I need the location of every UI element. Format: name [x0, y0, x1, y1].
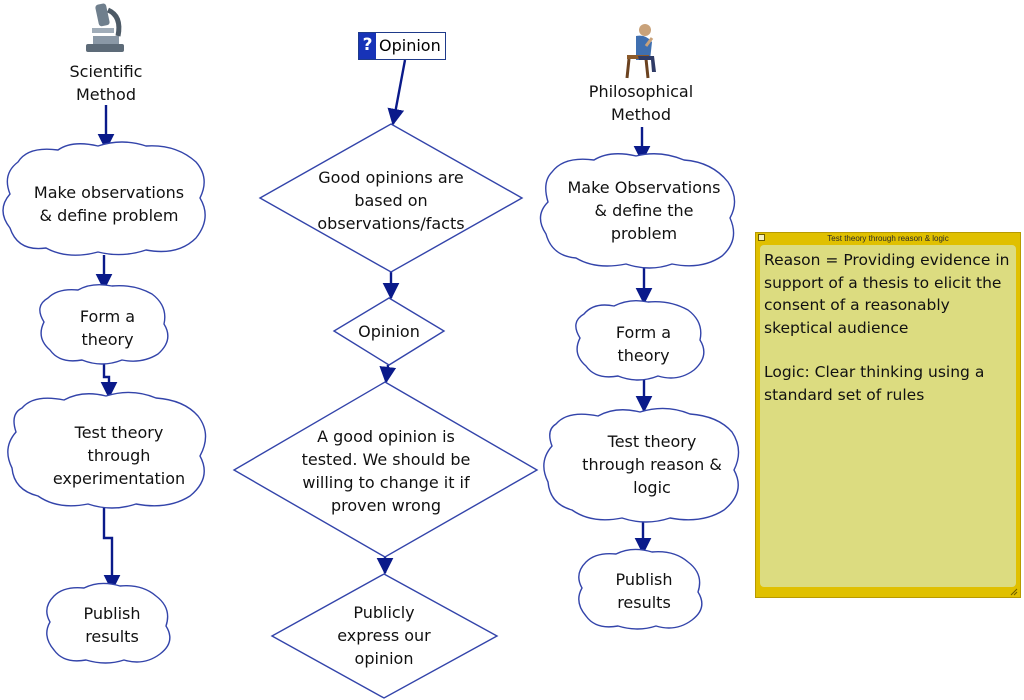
cloud-ph-2 — [575, 299, 705, 381]
question-mark-icon: ? — [359, 33, 376, 59]
note-menu-icon[interactable] — [758, 234, 765, 241]
opinion-start-label: Opinion — [379, 36, 441, 55]
scientific-method-header: Scientific Method — [69, 62, 143, 104]
op-step-2-label: Opinion — [358, 321, 420, 341]
diamond-op-1 — [258, 123, 524, 273]
cloud-ph-4 — [578, 548, 703, 630]
diamond-op-2 — [332, 297, 446, 366]
resize-grip-icon[interactable] — [1010, 588, 1018, 596]
sticky-note[interactable]: Test theory through reason & logic Reaso… — [755, 232, 1021, 598]
sticky-note-titlebar[interactable]: Test theory through reason & logic — [756, 233, 1020, 244]
note-logic-text: Logic: Clear thinking using a standard s… — [764, 363, 985, 404]
sticky-note-body[interactable]: Reason = Providing evidence in support o… — [760, 245, 1016, 587]
cloud-sci-2 — [39, 283, 169, 365]
diamond-op-4 — [270, 573, 499, 699]
cloud-sci-1 — [2, 141, 206, 256]
cloud-sci-3 — [7, 391, 207, 509]
thinking-man-icon — [625, 24, 656, 79]
arrow-op-1 — [387, 59, 407, 126]
arrow-sci-4 — [102, 505, 121, 592]
arrow-op-3 — [379, 364, 397, 384]
opinion-start-box: ? Opinion — [358, 32, 446, 60]
arrow-sci-3 — [100, 362, 118, 399]
note-reason-text: Reason = Providing evidence in support o… — [764, 251, 1010, 337]
sticky-note-title: Test theory through reason & logic — [827, 234, 949, 243]
diamond-op-3 — [232, 381, 539, 558]
cloud-ph-1 — [539, 153, 736, 269]
cloud-sci-4 — [46, 582, 171, 664]
sci-step-1-label: Make observations& define problem — [33, 183, 185, 225]
cloud-ph-3 — [543, 407, 740, 523]
philosophical-method-header: Philosophical Method — [588, 82, 694, 124]
microscope-icon — [86, 3, 124, 52]
